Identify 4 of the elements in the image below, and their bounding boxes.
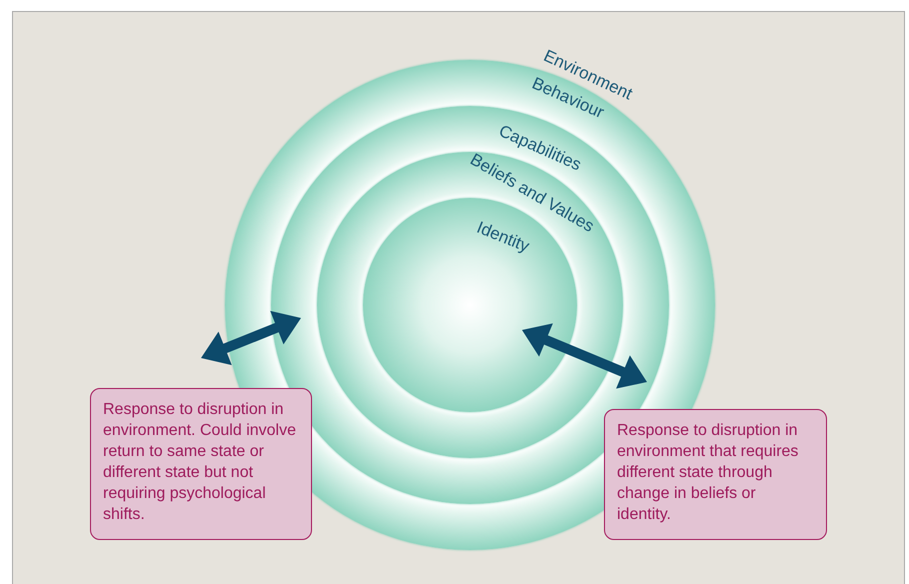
callout-text: Response to disruption in environment. Could involve return to same state or different state but not requiring psychological shifts. xyxy=(103,400,297,525)
callout-box xyxy=(604,409,827,540)
callout-text: Response to disruption in environment that requires different state through change in beliefs or identity. xyxy=(617,421,800,525)
callout-box xyxy=(90,388,312,540)
